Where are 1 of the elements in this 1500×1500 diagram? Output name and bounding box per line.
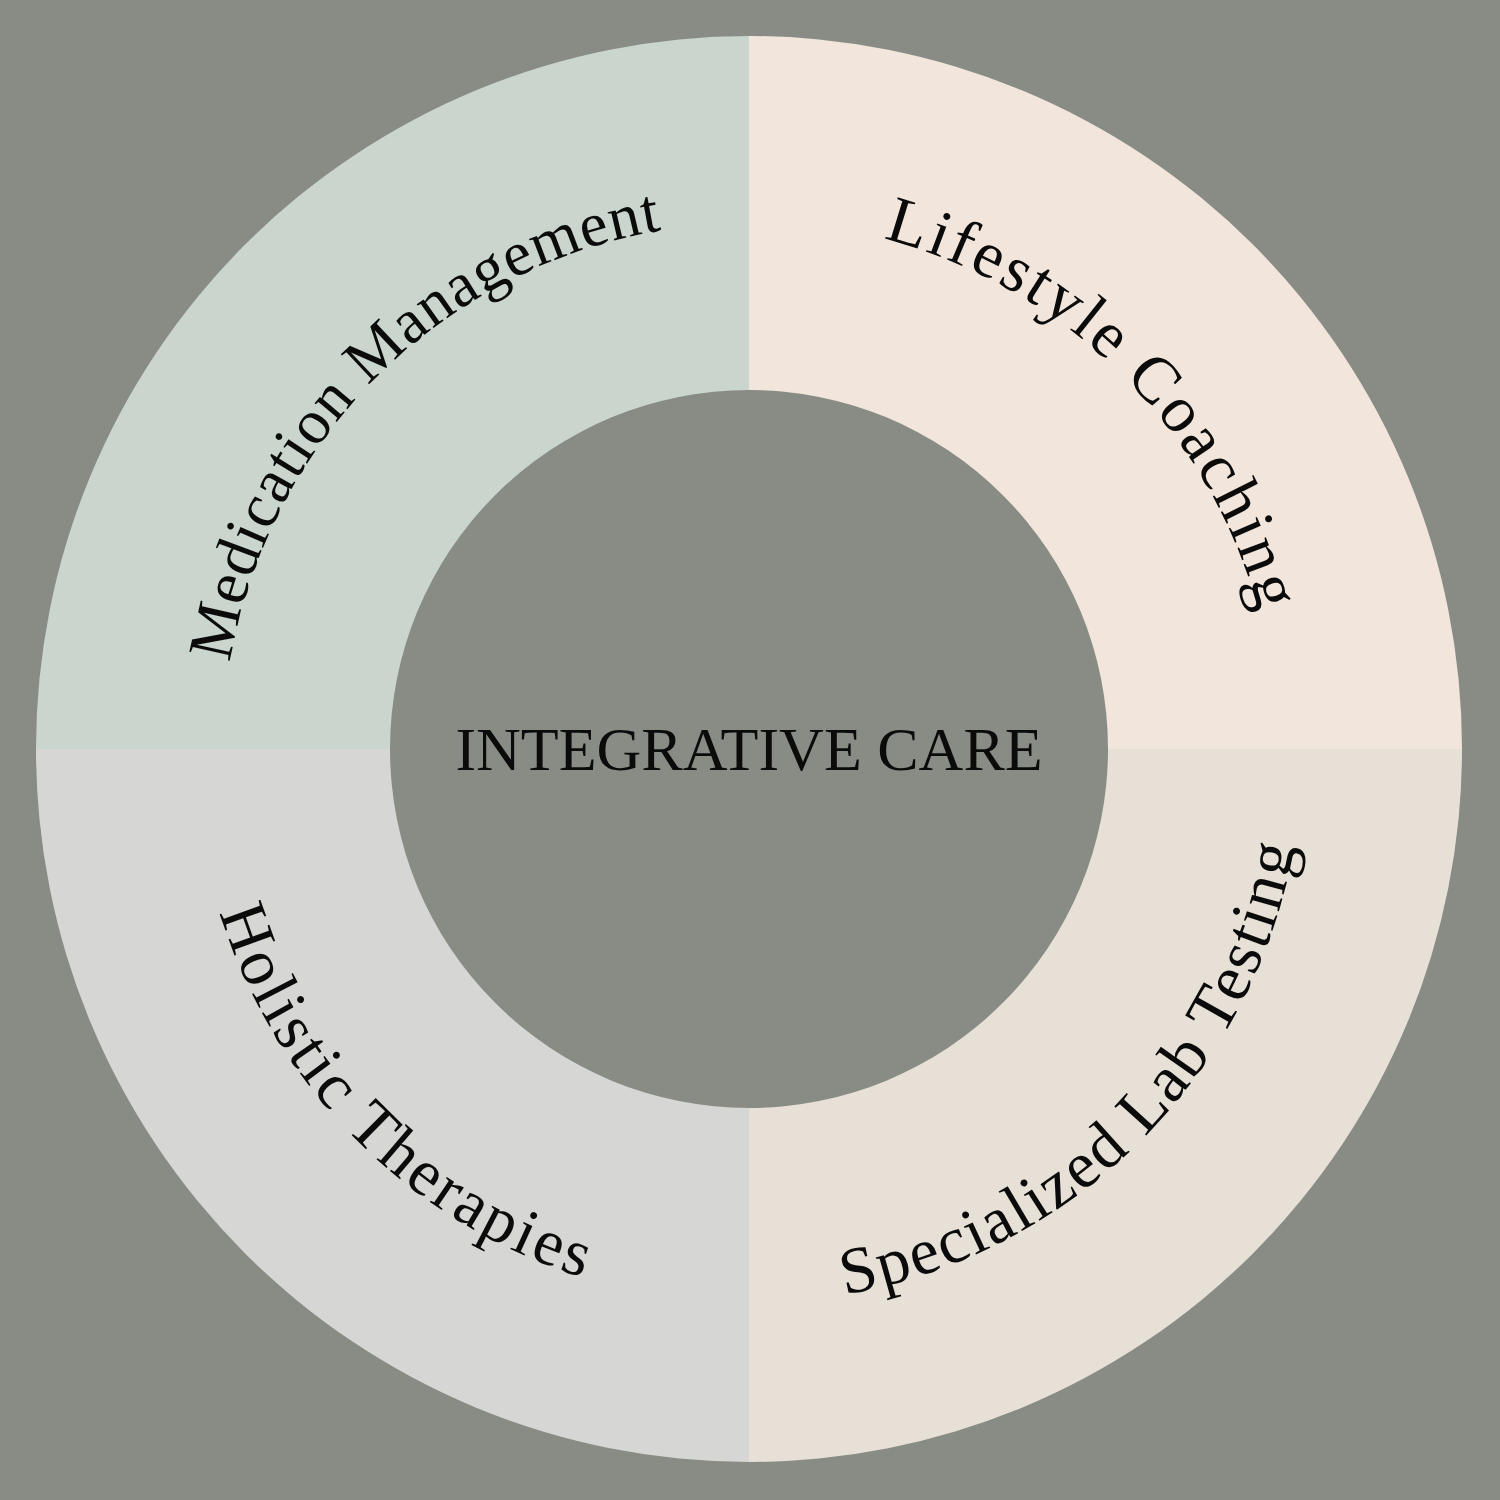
hub-label: INTEGRATIVE CARE	[455, 718, 1043, 780]
